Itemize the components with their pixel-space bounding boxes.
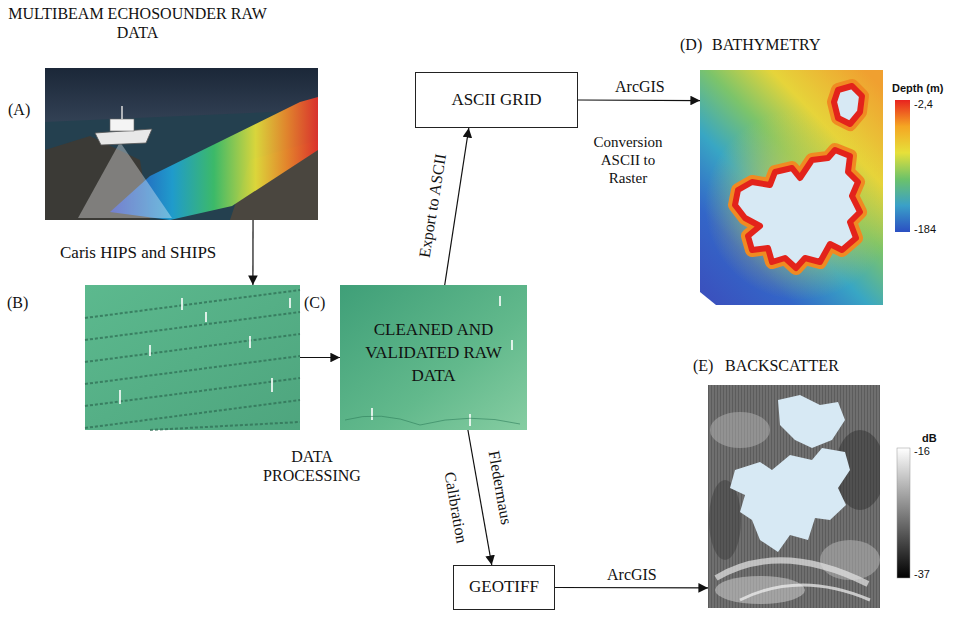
- bathymetry-map-panel: (D)BATHYMETRY: [700, 70, 883, 305]
- backscatter-map-image: [715, 576, 805, 604]
- ship-survey-illustration: [110, 119, 134, 131]
- stage-label: DATA PROCESSING: [255, 447, 370, 485]
- backscatter-map-image: [778, 395, 845, 448]
- colorbar-value: -2,4: [914, 98, 933, 111]
- panel-heading: (C): [304, 293, 325, 312]
- cleaned-data-image: [371, 408, 373, 420]
- flow-arrow: [300, 357, 340, 358]
- cleaned-data-image: [511, 340, 513, 350]
- raw-soundings-image: [85, 290, 300, 318]
- survey-image-panel: MULTIBEAM ECHOSOUNDER RAW DATA(A): [45, 68, 318, 220]
- edge-label: Export to ASCII: [414, 152, 449, 259]
- bathymetry-map-image: [735, 86, 862, 268]
- raw-soundings-image: [85, 334, 300, 362]
- bathymetry-map-image: [705, 110, 883, 300]
- cleaned-data-image: [499, 296, 501, 306]
- raw-soundings-image: [120, 298, 290, 404]
- depth-color-bar: [895, 100, 910, 232]
- edge-label: Caris HIPS and SHIPS: [60, 243, 216, 263]
- panel-heading: (E): [693, 356, 713, 375]
- ship-survey-illustration: [45, 68, 318, 220]
- ship-survey-illustration: [121, 106, 123, 119]
- raw-soundings-image: [150, 422, 300, 430]
- raw-soundings-image: [85, 290, 300, 430]
- backscatter-map-image: [709, 480, 741, 560]
- flow-arrow: [252, 220, 253, 285]
- node-text: (A): [8, 100, 30, 119]
- cleaned-data-panel: (C)CLEANED AND VALIDATED RAW DATA: [340, 285, 527, 430]
- raw-soundings-image: [289, 298, 291, 308]
- step-note: Calibration: [440, 470, 471, 544]
- raw-soundings-image: [205, 312, 207, 322]
- ship-survey-illustration: [78, 142, 172, 218]
- cleaned-data-image: [469, 414, 471, 426]
- colorbar-value: -184: [914, 223, 936, 236]
- node-text: CLEANED AND VALIDATED RAW DATA: [362, 319, 505, 388]
- raw-soundings-image: [181, 298, 183, 310]
- flow-arrow: [578, 99, 700, 101]
- ship-survey-illustration: [45, 68, 318, 220]
- bathymetry-map-image: [735, 150, 860, 268]
- bathymetry-map-image: [700, 292, 716, 305]
- bathymetry-map-image: [834, 86, 862, 124]
- raw-soundings-image: [85, 356, 300, 384]
- backscatter-map-image: [708, 385, 880, 608]
- ship-survey-illustration: [95, 129, 152, 145]
- bathymetry-map-image: [735, 86, 862, 268]
- backscatter-map-panel: (E)BACKSCATTER: [708, 385, 880, 608]
- panel-heading: (D): [680, 35, 702, 54]
- edge-label: Fledermaus: [484, 449, 516, 526]
- node-text: GEOTIFF: [469, 577, 539, 597]
- cleaned-data-image: [345, 416, 520, 425]
- raw-soundings-image: [149, 345, 151, 356]
- node-text: (B): [7, 293, 28, 312]
- raw-soundings-image: [249, 336, 251, 348]
- edge-label: ArcGIS: [615, 77, 665, 96]
- colorbar-title: Depth (m): [892, 82, 943, 95]
- step-note: Conversion ASCII to Raster: [588, 133, 668, 187]
- raw-soundings-image: [271, 378, 273, 392]
- backscatter-map-image: [716, 560, 868, 584]
- node-text: ASCII GRID: [451, 90, 541, 110]
- bathymetry-map-image: [735, 150, 860, 268]
- flow-arrow: [468, 430, 492, 565]
- colorbar-value: -16: [914, 445, 930, 458]
- format-box: ASCII GRID: [415, 72, 578, 128]
- raw-soundings-image: [85, 285, 300, 430]
- colorbar-value: -37: [914, 568, 930, 581]
- colorbar-title: dB: [922, 432, 937, 445]
- backscatter-map-image: [730, 448, 850, 552]
- panel-heading: MULTIBEAM ECHOSOUNDER RAW DATA: [5, 4, 270, 42]
- flow-arrow: [445, 128, 469, 285]
- raw-soundings-image: [119, 390, 121, 404]
- backscatter-map-image: [710, 412, 770, 448]
- raw-soundings-image: [85, 312, 300, 340]
- flow-arrow: [555, 587, 708, 589]
- raw-soundings-image: [85, 285, 300, 430]
- raw-data-image-panel: (B): [85, 285, 300, 430]
- backscatter-map-image: [740, 585, 870, 600]
- edge-label: ArcGIS: [607, 565, 657, 584]
- node-text: BACKSCATTER: [725, 356, 839, 375]
- cleaned-data-image: [340, 285, 527, 430]
- node-text: BATHYMETRY: [712, 35, 820, 54]
- cleaned-data-image: [340, 285, 527, 430]
- format-box: GEOTIFF: [453, 565, 555, 610]
- bathymetry-map-image: [834, 86, 862, 124]
- db-gray-bar: [897, 448, 910, 578]
- bathymetry-map-image: [700, 70, 883, 305]
- raw-soundings-image: [85, 378, 300, 406]
